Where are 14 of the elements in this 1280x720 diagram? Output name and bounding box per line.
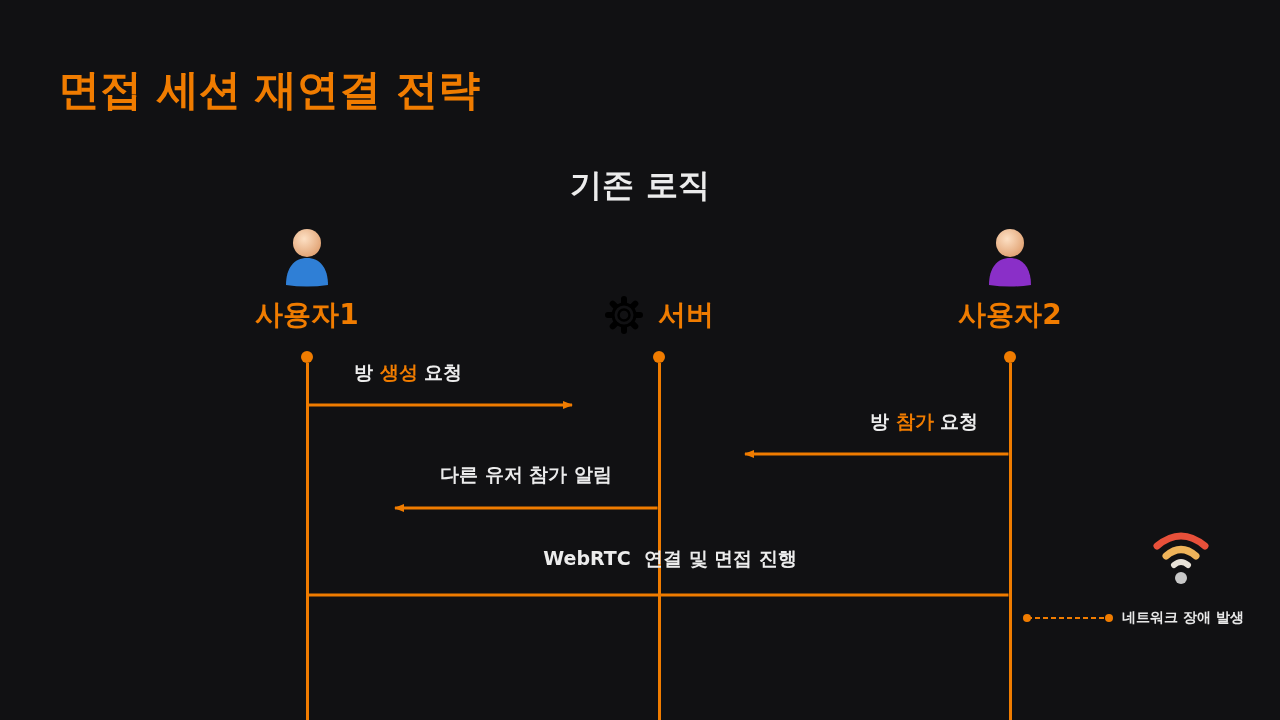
subtitle: 기존 로직: [569, 165, 711, 206]
legend-label: 네트워크 장애 발생: [1122, 609, 1244, 627]
message-label: 다른 유저 참가 알림: [439, 462, 613, 487]
lifeline-bar: [305, 363, 309, 720]
title: 면접 세션 재연결 전략: [58, 64, 480, 116]
participant-label: 사용자2: [958, 297, 1062, 333]
message-label: 방 생성 요청: [352, 360, 464, 385]
message-arrow: [394, 504, 658, 512]
message-label: 방 참가 요청: [868, 409, 980, 434]
participant-label: 서버: [658, 297, 714, 333]
participant-label: 사용자1: [255, 297, 359, 333]
message-arrow: [744, 450, 1009, 458]
lifeline-bar: [1008, 363, 1012, 720]
message-arrow: [308, 401, 573, 409]
